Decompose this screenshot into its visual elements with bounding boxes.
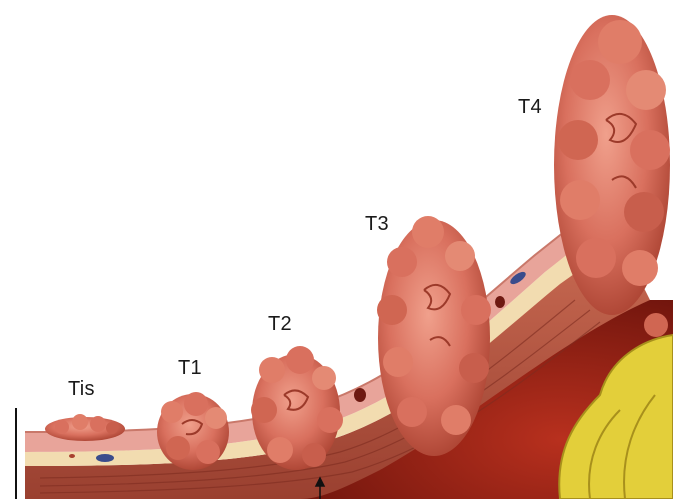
stage-label-tis: Tis bbox=[68, 378, 95, 401]
stage-label-t3: T3 bbox=[365, 213, 389, 236]
tumor-t3 bbox=[377, 216, 491, 456]
stage-label-t1: T1 bbox=[178, 357, 202, 380]
stage-label-t2: T2 bbox=[268, 313, 292, 336]
tumor-t1 bbox=[157, 392, 229, 470]
stage-label-t4: T4 bbox=[518, 96, 542, 119]
tumor-tis bbox=[45, 414, 125, 441]
